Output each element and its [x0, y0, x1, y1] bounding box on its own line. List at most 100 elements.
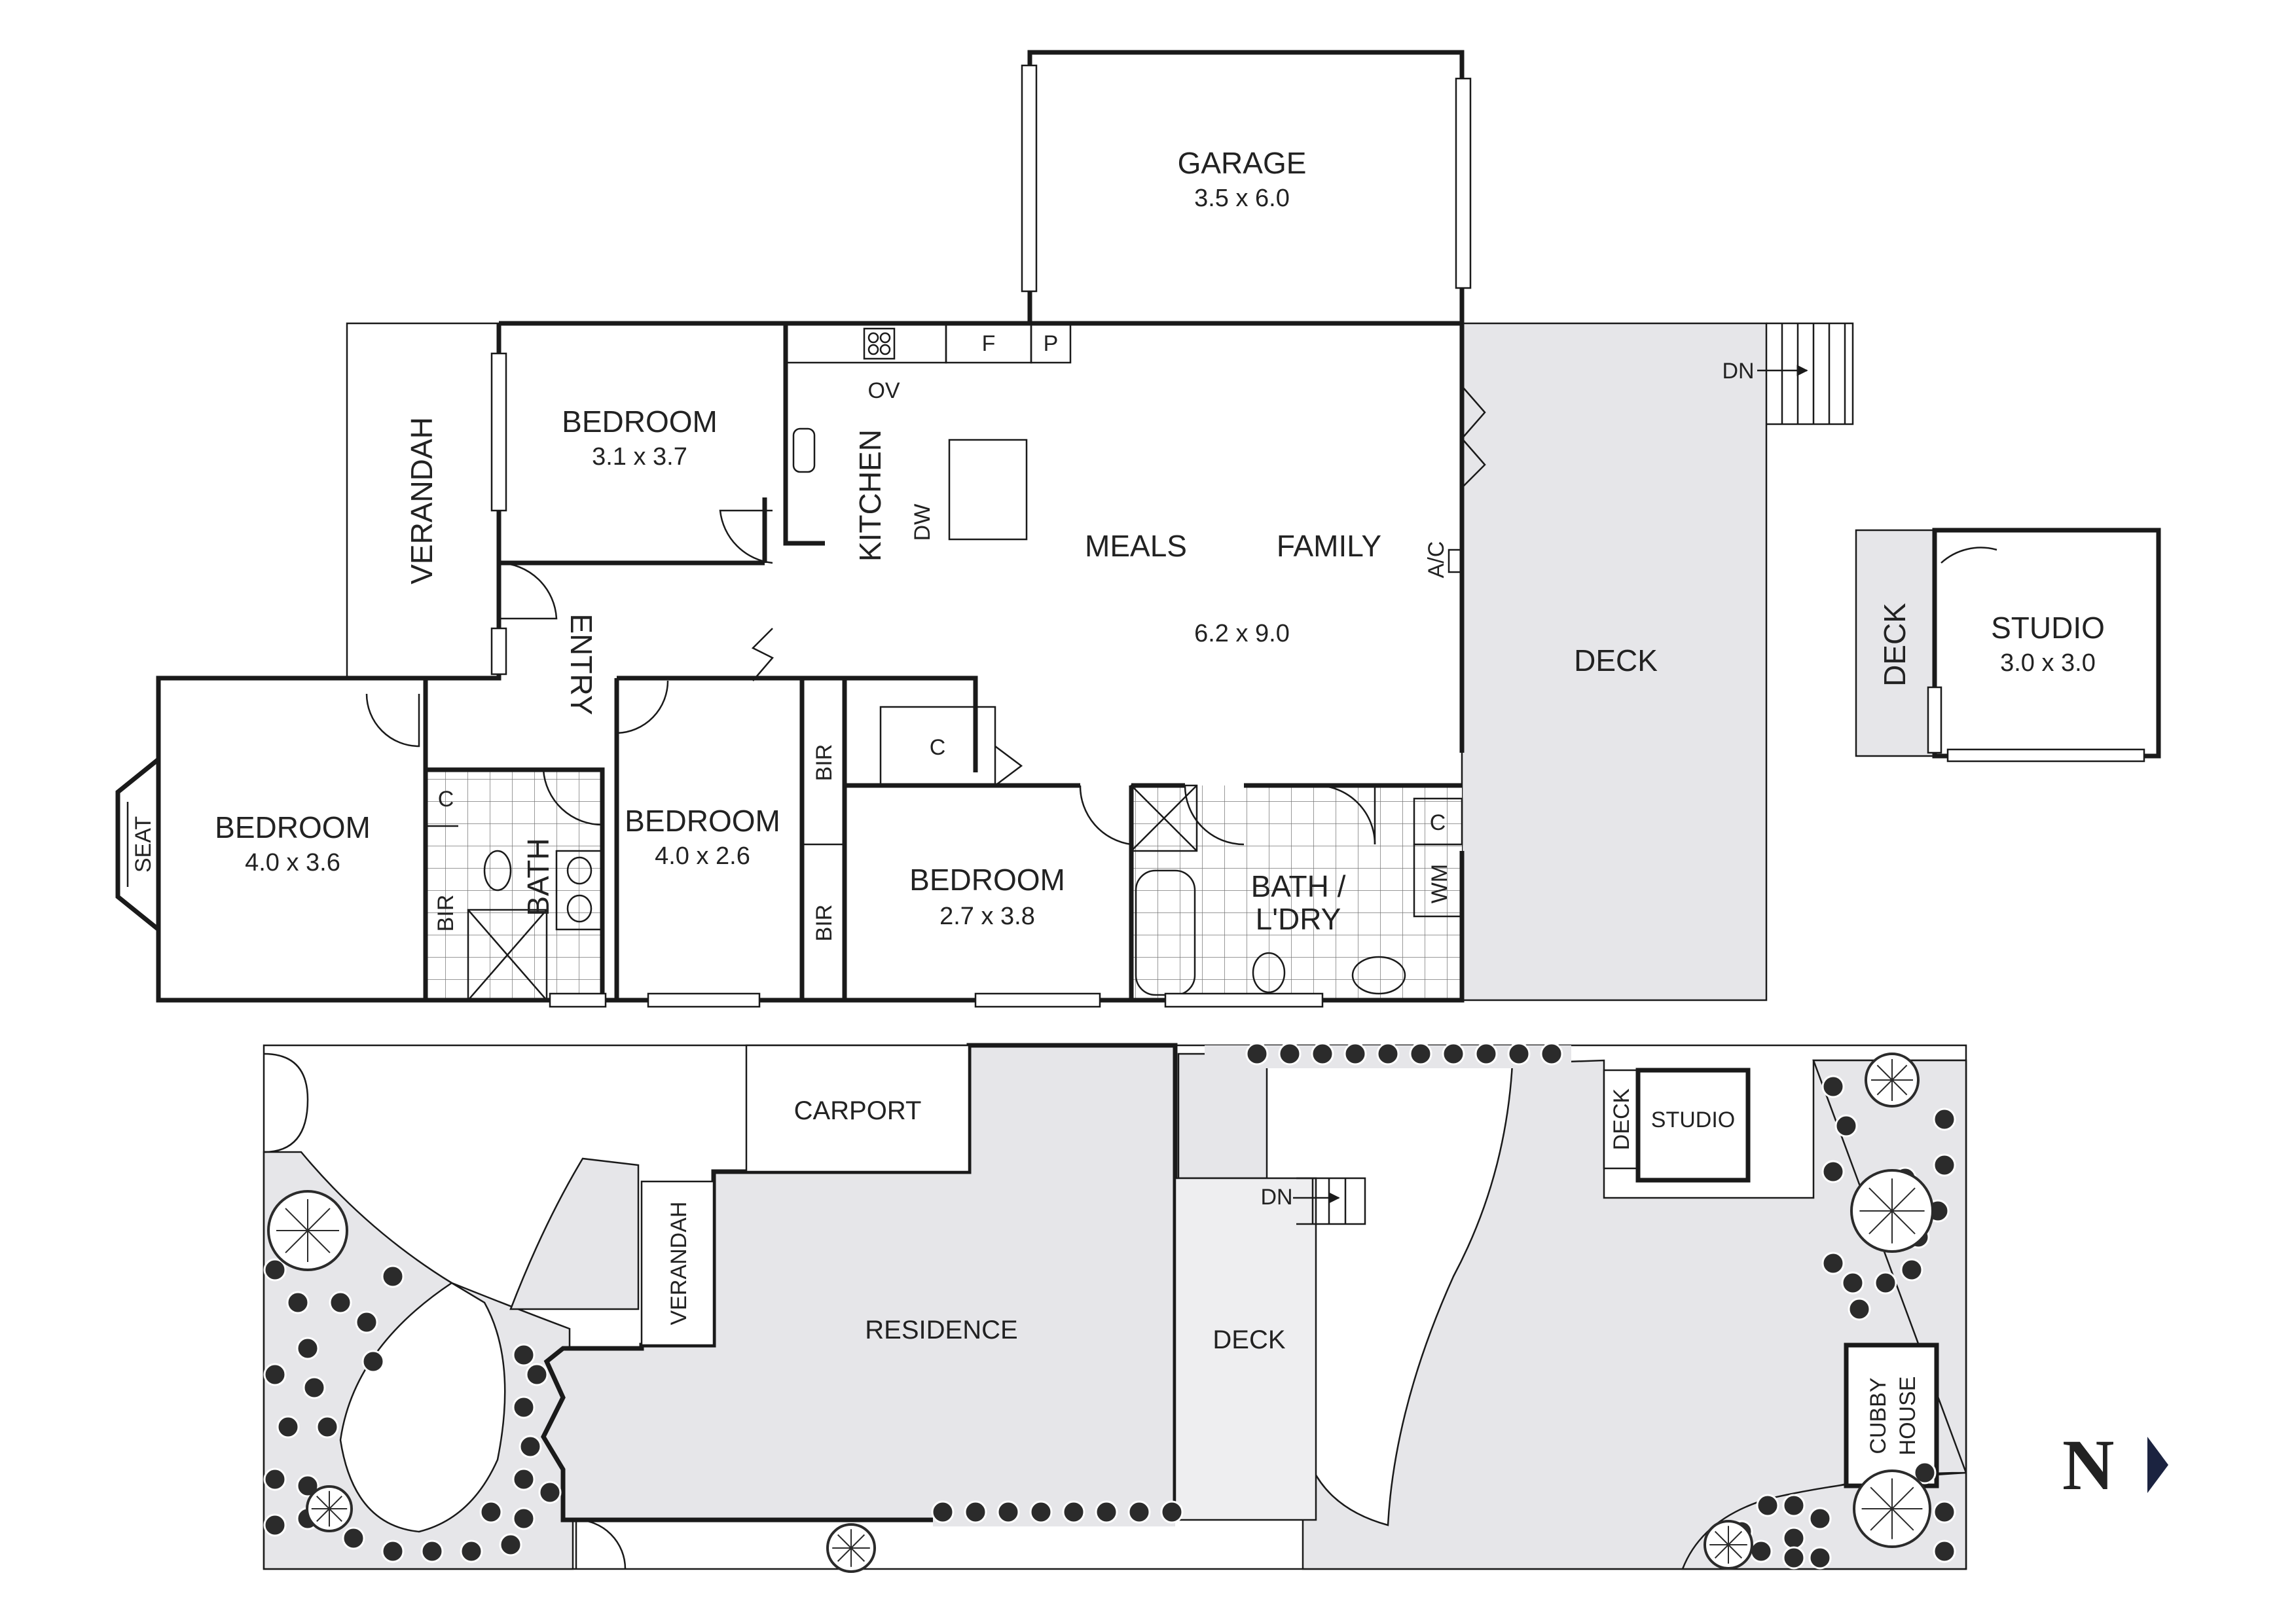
shrub-icon — [525, 1363, 549, 1386]
shrub-icon — [512, 1468, 536, 1491]
laundry-tiles — [1131, 785, 1462, 1000]
bedroom1-size: 3.1 x 3.7 — [592, 443, 687, 471]
shrub-icon — [1913, 1461, 1937, 1485]
tree-branch — [850, 1534, 866, 1549]
shrub-icon — [1841, 1271, 1865, 1295]
shrub-icon — [1821, 1075, 1845, 1098]
tree-branch — [850, 1547, 866, 1562]
site-plan: CARPORT VERANDAH RESIDENCE DECK STUDIO D… — [263, 1042, 1967, 1573]
compass-letter: N — [2062, 1425, 2114, 1505]
bedroom3-size: 4.0 x 2.6 — [655, 842, 750, 870]
garage-size: 3.5 x 6.0 — [1194, 185, 1290, 212]
shrub-icon — [1808, 1546, 1832, 1570]
tree-branch — [1868, 1210, 1893, 1235]
bedroom3-label: BEDROOM — [625, 804, 780, 838]
studio-label: STUDIO — [1991, 611, 2105, 645]
shrub-icon — [263, 1468, 287, 1491]
basin-right — [1351, 956, 1406, 995]
seat-label: SEAT — [131, 816, 156, 873]
shrub-icon — [1409, 1042, 1432, 1066]
down-label: DN — [1722, 359, 1754, 384]
bedroom1-label: BEDROOM — [562, 405, 718, 439]
tree-branch — [285, 1230, 308, 1253]
shrub-icon — [420, 1540, 444, 1563]
shrub-icon — [1821, 1252, 1845, 1275]
sink-icon — [792, 427, 816, 473]
tree-branch — [329, 1508, 342, 1522]
kitchen-label: KITCHEN — [853, 429, 887, 562]
tree-branch — [837, 1547, 852, 1562]
tree-branch — [316, 1496, 330, 1509]
fold-door-meals — [751, 628, 774, 681]
cubby-label-1: CUBBY — [1866, 1377, 1891, 1454]
bay-window — [115, 757, 160, 931]
vanity-left — [555, 850, 604, 931]
shrub-icon — [519, 1435, 542, 1458]
toilet-left — [483, 850, 512, 892]
shrub-icon — [1900, 1258, 1923, 1282]
entry-label: ENTRY — [564, 613, 598, 715]
site-deck-label: DECK — [1212, 1325, 1285, 1354]
cupboard-label-1: C — [930, 735, 946, 760]
shrub-icon — [964, 1500, 987, 1524]
shrub-icon — [316, 1415, 339, 1439]
shrub-icon — [286, 1291, 310, 1314]
shrub-icon — [1127, 1500, 1151, 1524]
tree-branch — [1870, 1487, 1893, 1509]
verandah-outline — [346, 322, 499, 678]
shrub-icon — [361, 1350, 385, 1373]
tree-branch — [1891, 1508, 1914, 1531]
fold-door-deck — [1461, 386, 1486, 488]
shrub-icon — [1782, 1494, 1806, 1517]
bedroom4-label: BEDROOM — [909, 863, 1065, 897]
north-compass: N — [2062, 1425, 2168, 1505]
path-curve — [509, 1157, 640, 1310]
garage-label: GARAGE — [1178, 146, 1307, 180]
carport — [745, 1044, 970, 1173]
shrub-icon — [479, 1500, 503, 1524]
tree-branch — [1728, 1530, 1743, 1545]
shrub-icon — [1782, 1546, 1806, 1570]
shrub-icon — [1245, 1042, 1269, 1066]
tree-branch — [1891, 1079, 1908, 1096]
shrub-icon — [1933, 1500, 1956, 1524]
tree-branch — [1714, 1530, 1729, 1545]
tree-branch — [1728, 1544, 1743, 1559]
site-studio — [1635, 1068, 1751, 1183]
kitchen-island — [948, 439, 1028, 541]
tree-branch — [1876, 1079, 1893, 1096]
deck-area — [1462, 323, 1766, 1000]
shrub-icon — [296, 1337, 319, 1360]
shrub-icon — [381, 1540, 405, 1563]
tree-branch — [1891, 1487, 1914, 1509]
tree-branch — [837, 1534, 852, 1549]
shrub-icon — [263, 1258, 287, 1282]
compass-arrow-icon — [2147, 1437, 2168, 1493]
shrub-icon — [512, 1343, 536, 1367]
side-strip — [1177, 1053, 1268, 1180]
tree-branch — [316, 1508, 330, 1522]
deck-label: DECK — [1574, 643, 1658, 677]
shrub-icon — [1933, 1540, 1956, 1563]
bedroom2-label: BEDROOM — [215, 810, 371, 844]
pantry-box — [1030, 322, 1072, 364]
shrub-icon — [1160, 1500, 1184, 1524]
shrub-icon — [1874, 1271, 1897, 1295]
shrub-icon — [1933, 1153, 1956, 1177]
vegetation — [263, 1042, 1956, 1573]
shrub-icon — [1376, 1042, 1400, 1066]
cupboard-label-3: C — [1430, 810, 1446, 835]
tree-branch — [1891, 1064, 1908, 1081]
shrub-icon — [329, 1291, 352, 1314]
shrub-icon — [1474, 1042, 1498, 1066]
family-label: FAMILY — [1277, 529, 1381, 563]
meals-label: MEALS — [1085, 529, 1187, 563]
shrub-icon — [538, 1481, 562, 1504]
carport-label: CARPORT — [794, 1096, 922, 1125]
shrub-icon — [296, 1474, 319, 1498]
shower-right — [1130, 784, 1198, 852]
shrub-icon — [460, 1540, 483, 1563]
shrub-icon — [1507, 1042, 1531, 1066]
shrub-icon — [1029, 1500, 1053, 1524]
